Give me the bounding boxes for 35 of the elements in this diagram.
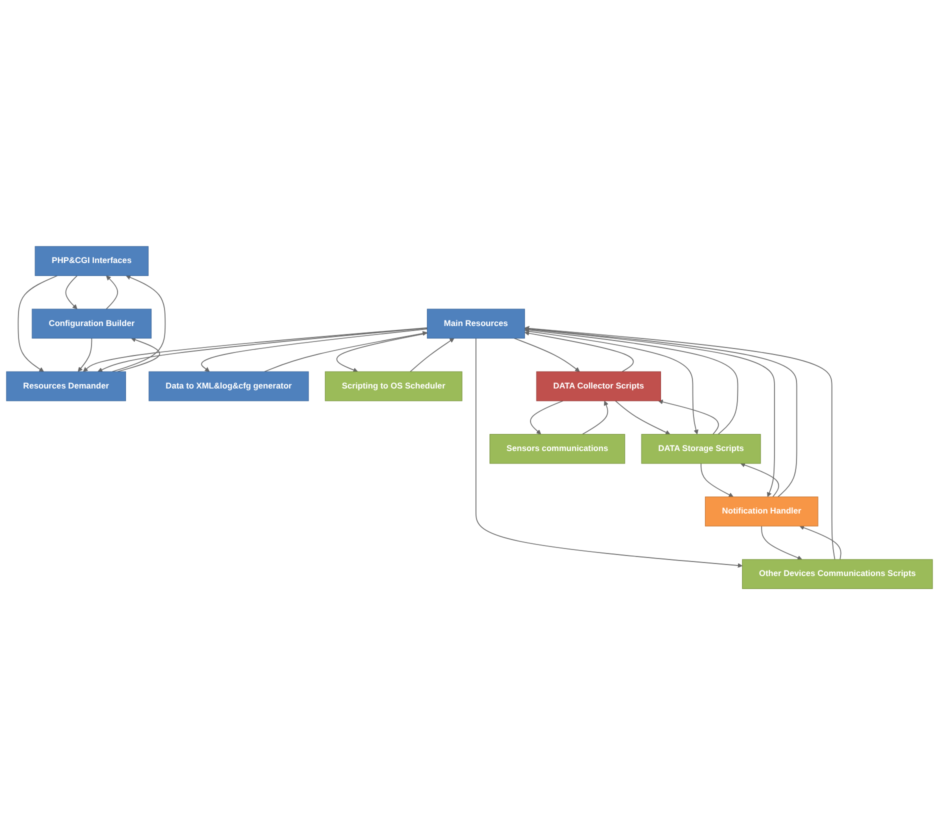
arrow [524,328,738,436]
arrow [524,330,698,435]
node-box: DATA Collector Scripts [536,372,661,402]
node-box: Other Devices Communications Scripts [742,560,933,590]
arrow [65,276,78,310]
arrow [514,338,580,372]
arrow [700,463,734,498]
node-box: Data to XML&log&cfg generator [148,372,309,402]
arrow [410,338,454,372]
arrow [117,338,160,372]
arrow [476,338,743,568]
arrow [524,331,634,372]
node-box: Notification Handler [704,497,818,527]
arrow [18,276,58,372]
node-box: Configuration Builder [32,309,152,339]
arrow [582,401,608,436]
arrow [524,326,836,560]
arrow [264,331,428,372]
arrow [106,276,118,310]
arrow [615,400,670,436]
node-box: Sensors communications [490,434,626,464]
arrow [799,526,842,560]
node-box: Scripting to OS Scheduler [324,372,462,402]
node-box: PHP&CGI Interfaces [34,246,149,276]
arrow [112,276,166,372]
arrow [201,328,428,372]
arrow [658,400,719,436]
arrow [336,333,428,373]
node-box: Main Resources [426,309,525,339]
node-box: Resources Demander [6,372,126,402]
arrow [740,463,780,498]
arrow [530,400,564,435]
arrow [78,338,92,372]
arrow [761,526,802,560]
node-box: DATA Storage Scripts [641,434,761,464]
